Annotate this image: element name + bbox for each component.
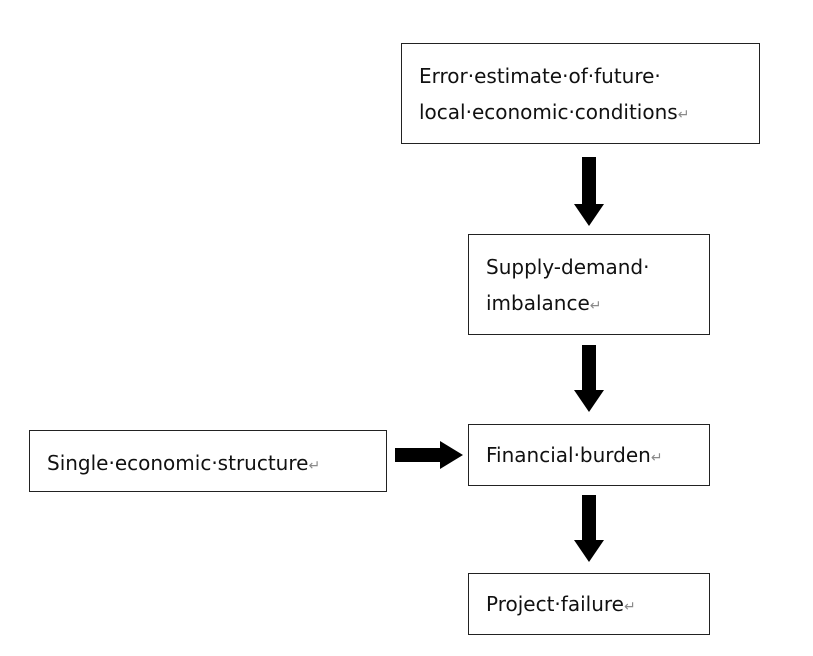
node-project-failure: Project·failure↵ xyxy=(468,573,710,635)
node-error-estimate-line-2-text: local·economic·conditions xyxy=(419,100,678,124)
node-financial-burden-line-1: Financial·burden↵ xyxy=(486,437,709,476)
node-single-structure-text: Single·economic·structure xyxy=(47,451,309,475)
node-supply-demand-line-1: Supply-demand· xyxy=(486,255,650,279)
paragraph-mark-icon: ↵ xyxy=(677,107,690,123)
arrow-supply-to-financial xyxy=(574,345,604,412)
arrow-financial-to-project xyxy=(574,495,604,562)
arrow-error-to-supply xyxy=(574,157,604,226)
arrow-single-to-financial xyxy=(395,441,463,469)
node-supply-demand: Supply-demand· imbalance↵ xyxy=(468,234,710,335)
node-single-economic-structure: Single·economic·structure↵ xyxy=(29,430,387,492)
paragraph-mark-icon: ↵ xyxy=(650,450,663,466)
node-project-failure-line-1: Project·failure↵ xyxy=(486,586,709,625)
paragraph-mark-icon: ↵ xyxy=(589,298,602,314)
node-supply-demand-line-2-text: imbalance xyxy=(486,291,590,315)
node-error-estimate-line-2: local·economic·conditions↵ xyxy=(419,94,759,133)
node-error-estimate: Error·estimate·of·future· local·economic… xyxy=(401,43,760,144)
node-single-structure-line-1: Single·economic·structure↵ xyxy=(47,445,386,484)
paragraph-mark-icon: ↵ xyxy=(623,599,636,615)
node-financial-burden-text: Financial·burden xyxy=(486,443,651,467)
paragraph-mark-icon: ↵ xyxy=(308,458,321,474)
node-supply-demand-line-2: imbalance↵ xyxy=(486,285,709,324)
node-error-estimate-line-1: Error·estimate·of·future· xyxy=(419,64,661,88)
node-financial-burden: Financial·burden↵ xyxy=(468,424,710,486)
node-project-failure-text: Project·failure xyxy=(486,592,624,616)
